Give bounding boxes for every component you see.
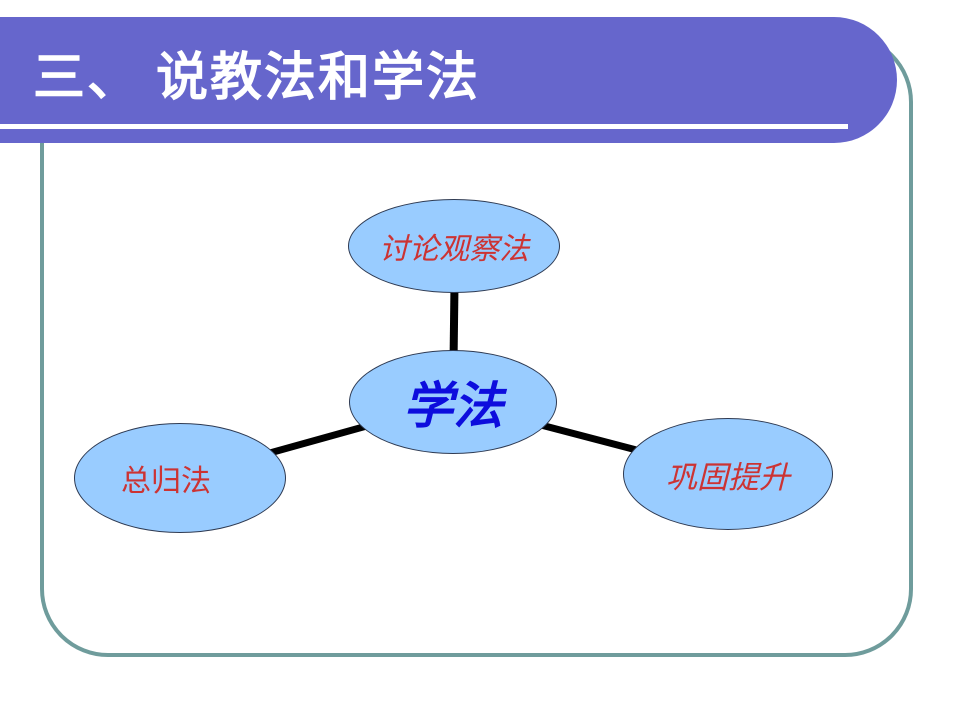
diagram-node-center-label: 学法 <box>403 378 503 434</box>
title-banner: 三、 说教法和学法 <box>0 17 897 143</box>
slide-title: 三、 说教法和学法 <box>33 50 481 107</box>
diagram-node-left: 总归法 <box>74 423 286 533</box>
diagram-node-right: 巩固提升 <box>623 418 833 530</box>
diagram-node-left-label: 总归法 <box>121 465 211 498</box>
diagram-node-top: 讨论观察法 <box>348 199 560 293</box>
diagram-node-center: 学法 <box>349 350 557 454</box>
diagram-node-right-label: 巩固提升 <box>666 459 790 495</box>
title-underline <box>0 124 848 129</box>
diagram-node-top-label: 讨论观察法 <box>379 233 529 266</box>
